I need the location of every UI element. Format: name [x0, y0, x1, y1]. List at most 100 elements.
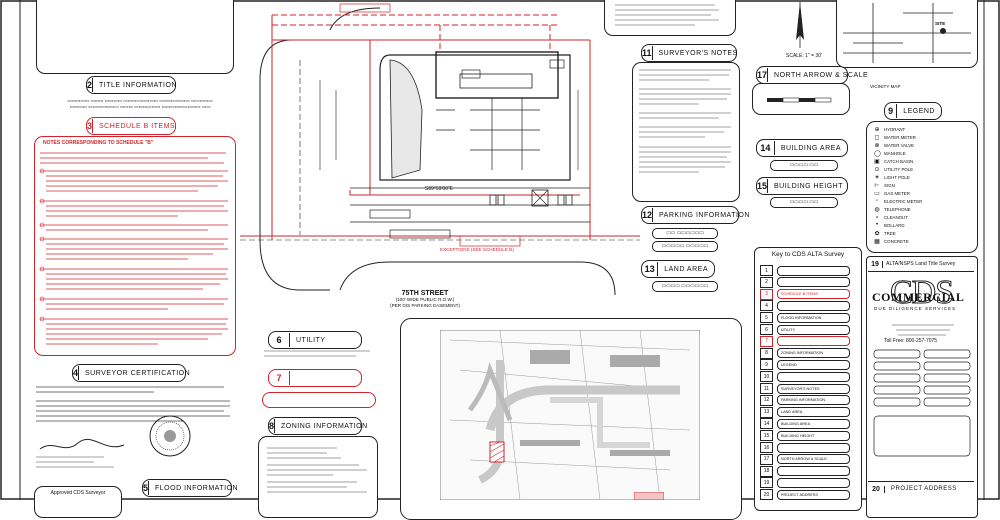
legend-label: SIGN — [884, 183, 895, 188]
legend-label: WATER METER — [884, 135, 916, 140]
legend-row: ▣CATCH BASIN — [874, 158, 913, 165]
surveyor-seal — [149, 415, 191, 457]
cds-logo: CDS COMMERCIAL DUE DILIGENCE SERVICES — [872, 274, 965, 312]
subject-hatch — [634, 492, 664, 500]
legend-row: ⊢SIGN — [874, 182, 895, 189]
legend-label: HYDRANT — [884, 127, 906, 132]
key-row-number: 19 — [760, 477, 773, 489]
key-row-number: 9 — [760, 359, 773, 371]
key-row-label: FLOOD INFORMATION — [777, 312, 850, 323]
section-5-flood-information: 5 FLOOD INFORMATION — [142, 479, 238, 497]
legend-row: ◻ WATER METER — [874, 134, 916, 141]
legend-row: ◯MANHOLE — [874, 150, 906, 157]
title-block — [866, 256, 978, 518]
key-row-label: PROJECT ADDRESS — [777, 489, 850, 500]
panel-top-left — [36, 0, 234, 74]
key-row-label — [777, 336, 850, 347]
section-9-legend: 9 LEGEND — [884, 102, 942, 120]
legend-symbol-icon: ▭ — [874, 191, 880, 197]
schedule-b-notes — [39, 152, 228, 345]
section-6-utility: 6 UTILITY — [268, 331, 362, 349]
section-15-building-height: 15 BUILDING HEIGHT — [756, 177, 848, 195]
land-area-value: ▭▭▭▭ ▭▭▭▭▭▭ — [652, 281, 718, 292]
key-row: 9 LEGEND — [760, 359, 852, 371]
key-row-number: 15 — [760, 430, 773, 442]
legend-symbol-icon: ⊗ — [874, 143, 880, 149]
bearing-label: S89°59'00"E — [425, 186, 454, 192]
section-7-note — [262, 392, 376, 408]
legend-row: •BOLLARD — [874, 222, 905, 228]
legend-label: ELECTRIC METER — [884, 198, 923, 204]
schedule-b-panel: NOTES CORRESPONDING TO SCHEDULE "B" — [34, 136, 236, 356]
scale-bar — [767, 97, 832, 103]
key-row-label: SURVEYOR'S NOTES — [777, 383, 850, 394]
legend-symbol-icon: ▦ — [874, 239, 880, 245]
legend-label: LIGHT POLE — [884, 175, 910, 180]
building-height-value: ▭▭▭▭ ▭▭ — [770, 197, 838, 208]
section-11-surveyors-notes: 11 SURVEYOR'S NOTES — [641, 44, 737, 62]
legend-symbol-icon: ⊕ — [874, 127, 880, 133]
legend-symbol-icon: ∘ — [875, 215, 879, 221]
key-row: 10 — [760, 371, 852, 383]
legend-row: ▫ELECTRIC METER — [874, 198, 922, 204]
legend-row: ✶LIGHT POLE — [874, 174, 910, 181]
section-3-schedule-b-items: 3 SCHEDULE B ITEMS — [86, 117, 176, 135]
property-ownership-label: EXCEPTIONS (SEE SCHEDULE B) — [440, 247, 514, 252]
project-address: 20 PROJECT ADDRESS — [868, 481, 974, 496]
key-row-label — [777, 477, 850, 488]
legend-label: UTILITY POLE — [884, 167, 914, 172]
schedule-b-heading: NOTES CORRESPONDING TO SCHEDULE "B" — [43, 140, 154, 146]
key-row-label: BUILDING AREA — [777, 418, 850, 429]
key-row: 7 — [760, 335, 852, 347]
key-row-label — [777, 277, 850, 288]
legend-symbol-icon: ✿ — [874, 231, 880, 237]
legend-symbol-icon: ◍ — [874, 207, 880, 213]
legend-symbol-icon: ◻ — [874, 135, 880, 141]
section-4-surveyor-certification: 4 SURVEYOR CERTIFICATION — [72, 364, 190, 382]
legend-label: CONCRETE — [884, 239, 909, 244]
legend-symbol-icon: ▣ — [874, 159, 880, 165]
key-row-number: 20 — [760, 489, 773, 501]
legend-row: ✿TREE — [874, 230, 895, 237]
key-row: 14 BUILDING AREA — [760, 418, 852, 430]
key-row-label: LEGEND — [777, 359, 850, 370]
key-row-label — [777, 300, 850, 311]
key-row-number: 17 — [760, 453, 773, 465]
legend-row: ◍TELEPHONE — [874, 206, 910, 213]
legend-label: WATER VALVE — [884, 143, 915, 148]
vicinity-map-panel: SITE — [836, 0, 978, 68]
key-row-number: 2 — [760, 276, 773, 288]
key-row: 18 — [760, 465, 852, 477]
vicinity-map-label: VICINITY MAP — [870, 84, 901, 89]
key-row-label: BUILDING HEIGHT — [777, 430, 850, 441]
key-row-label: LAND AREA — [777, 407, 850, 418]
key-row-number: 14 — [760, 418, 773, 430]
legend-symbol-icon: ◯ — [874, 151, 881, 157]
legend-label: MANHOLE — [884, 151, 906, 156]
north-arrow-icon — [796, 2, 804, 48]
key-row-label — [777, 371, 850, 382]
legend-label: GAS METER — [884, 191, 910, 196]
key-row-label — [777, 466, 850, 477]
scale-bar-panel — [752, 83, 850, 115]
legend-row: ⊕ HYDRANT — [874, 126, 905, 133]
key-row-number: 1 — [760, 265, 773, 276]
site-plan-drawing — [240, 3, 640, 296]
legend-symbol-icon: ⊙ — [874, 167, 880, 173]
title-info-text: ▭▭▭▭▭ ▭▭▭ ▭▭▭▭ ▭▭▭▭▭▭▭▭ ▭▭▭▭▭▭▭ ▭▭▭▭▭▭▭▭… — [67, 98, 213, 109]
section-2-title-information: 2 TITLE INFORMATION — [86, 76, 177, 94]
key-row-number: 6 — [760, 324, 773, 335]
surveyors-notes-panel — [632, 62, 740, 202]
key-row: 19 — [760, 477, 852, 489]
legend-row: ∘CLEANOUT — [874, 214, 908, 221]
alta-title: 19 ALTA/NSPS Land Title Survey — [868, 257, 974, 272]
approved-surveyor-panel: Approved CDS Surveyor — [34, 486, 122, 518]
legend-row: ▦ CONCRETE — [874, 238, 909, 245]
